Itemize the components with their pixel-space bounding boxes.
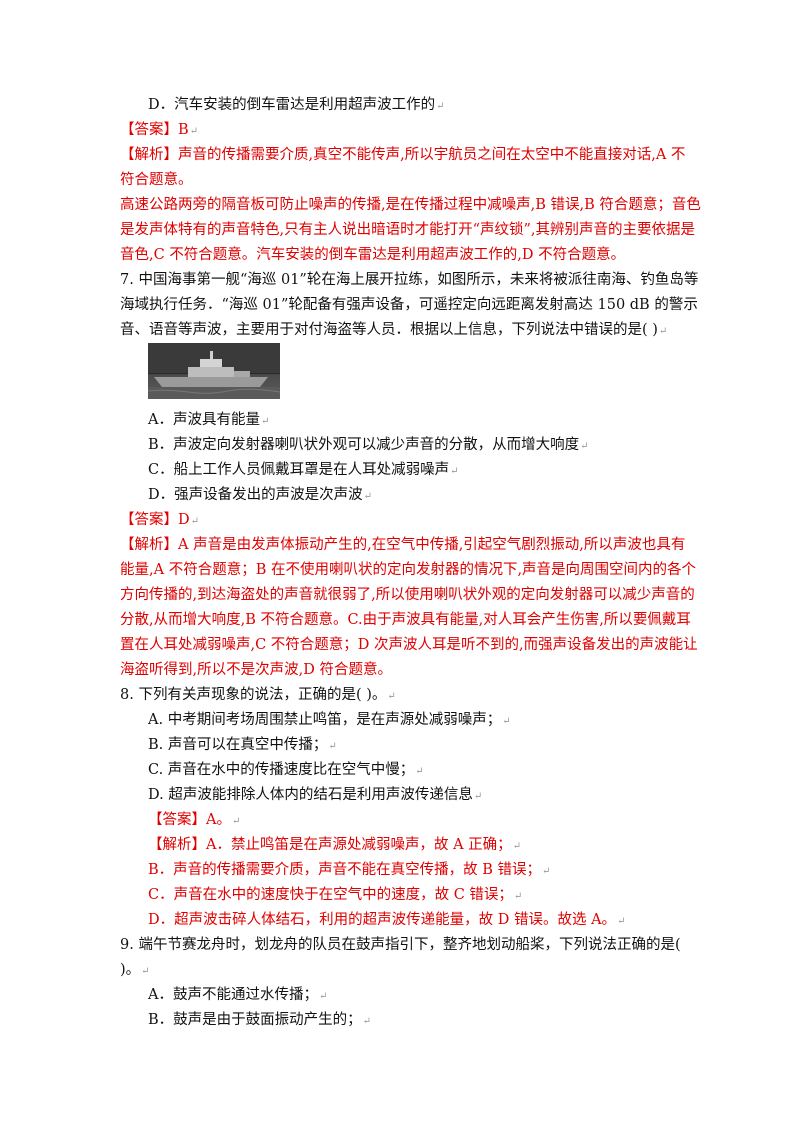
q8-analysis-3: C．声音在水中的速度快于在空气中的速度，故 C 错误；↵ bbox=[148, 887, 523, 903]
q9-option-b: B．鼓声是由于鼓面振动产生的；↵ bbox=[148, 1012, 372, 1028]
q7-analysis-4: 分散,从而增大响度,B 不符合题意。C.由于声波具有能量,对人耳会产生伤害,所以… bbox=[120, 612, 691, 628]
q7-stem-2: 海域执行任务．“海巡 01”轮配备有强声设备，可遥控定向远距离发射高达 150 … bbox=[120, 297, 698, 313]
q7-option-d: D．强声设备发出的声波是次声波↵ bbox=[148, 487, 373, 503]
ship-photo bbox=[148, 343, 280, 399]
q8-option-a: A. 中考期间考场周围禁止鸣笛，是在声源处减弱噪声；↵ bbox=[148, 712, 511, 728]
q8-stem: 8. 下列有关声现象的说法，正确的是( )。↵ bbox=[120, 687, 396, 703]
q8-option-c: C. 声音在水中的传播速度比在空气中慢；↵ bbox=[148, 762, 424, 778]
q7-option-b: B．声波定向发射器喇叭状外观可以减少声音的分散，从而增大响度↵ bbox=[148, 437, 589, 453]
q9-stem-1: 9. 端午节赛龙舟时，划龙舟的队员在鼓声指引下，整齐地划动船桨，下列说法正确的是… bbox=[120, 937, 681, 953]
q6-answer: 【答案】B↵ bbox=[120, 122, 199, 138]
q8-analysis-1: 【解析】A．禁止鸣笛是在声源处减弱噪声，故 A 正确；↵ bbox=[148, 837, 522, 853]
q8-analysis-2: B．声音的传播需要介质，声音不能在真空传播，故 B 错误；↵ bbox=[148, 862, 551, 878]
q7-stem-1: 7. 中国海事第一舰“海巡 01”轮在海上展开拉练，如图所示，未来将被派往南海、… bbox=[120, 272, 699, 288]
q7-option-a: A．声波具有能量↵ bbox=[148, 412, 270, 428]
q6-analysis-3: 高速公路两旁的隔音板可防止噪声的传播,是在传播过程中减噪声,B 错误,B 符合题… bbox=[120, 197, 701, 213]
q7-analysis-1: 【解析】A 声音是由发声体振动产生的,在空气中传播,引起空气剧烈振动,所以声波也… bbox=[120, 537, 686, 553]
q9-option-a: A．鼓声不能通过水传播；↵ bbox=[148, 987, 328, 1003]
q8-analysis-4: D．超声波击碎人体结石，利用的超声波传递能量，故 D 错误。故选 A。↵ bbox=[148, 912, 626, 928]
q7-stem-3: 音、语音等声波，主要用于对付海盗等人员．根据以上信息，下列说法中错误的是( )↵ bbox=[120, 322, 668, 338]
q6-option-d: D．汽车安装的倒车雷达是利用超声波工作的↵ bbox=[148, 97, 445, 113]
q7-analysis-2: 能量,A 不符合题意；B 在不使用喇叭状的定向发射器的情况下,声音是向周围空间内… bbox=[120, 562, 697, 578]
q6-analysis-5: 音色,C 不符合题意。汽车安装的倒车雷达是利用超声波工作的,D 不符合题意。 bbox=[120, 247, 626, 263]
q6-analysis-1: 【解析】声音的传播需要介质,真空不能传声,所以宇航员之间在太空中不能直接对话,A… bbox=[120, 147, 686, 163]
q8-option-b: B. 声音可以在真空中传播；↵ bbox=[148, 737, 337, 753]
q7-option-c: C．船上工作人员佩戴耳罩是在人耳处减弱噪声↵ bbox=[148, 462, 459, 478]
q7-analysis-3: 方向传播的,到达海盗处的声音就很弱了,所以使用喇叭状外观的定向发射器可以减少声音… bbox=[120, 587, 695, 603]
q6-analysis-4: 是发声体特有的声音特色,只有主人说出暗语时才能打开“声纹锁”,其辨别声音的主要依… bbox=[120, 222, 696, 238]
q7-analysis-5: 置在人耳处减弱噪声,C 不符合题意；D 次声波人耳是听不到的,而强声设备发出的声… bbox=[120, 637, 698, 653]
q7-analysis-6: 海盗听得到,所以不是次声波,D 符合题意。 bbox=[120, 662, 392, 678]
q8-option-d: D. 超声波能排除人体内的结石是利用声波传递信息↵ bbox=[148, 787, 483, 803]
q8-answer: 【答案】A。↵ bbox=[148, 812, 241, 828]
q7-answer: 【答案】D↵ bbox=[120, 512, 200, 528]
q9-stem-2: )。↵ bbox=[120, 962, 150, 978]
q6-analysis-2: 符合题意。 bbox=[120, 172, 193, 188]
